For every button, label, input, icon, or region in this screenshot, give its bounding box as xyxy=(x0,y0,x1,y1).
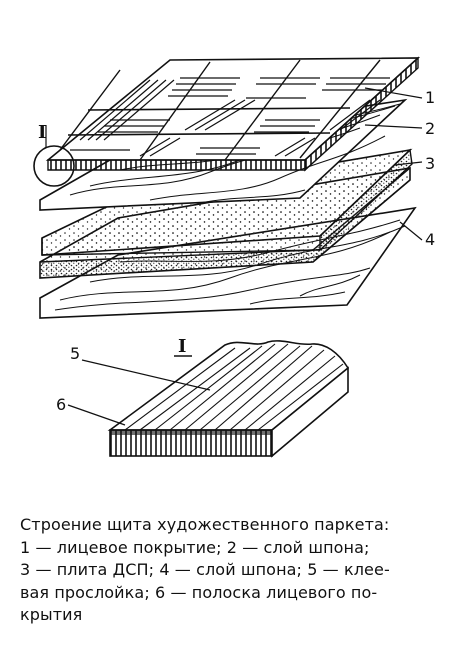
figure-caption: Строение щита художественного паркета: 1… xyxy=(20,514,460,627)
detail-title-label: I xyxy=(178,336,186,357)
detail-marker-label: I xyxy=(38,122,46,143)
detail-section: I xyxy=(107,336,350,458)
detail-circle-marker: I xyxy=(33,122,75,187)
label-1: 1 xyxy=(425,88,435,107)
caption-line: Строение щита художественного паркета: xyxy=(20,515,390,534)
label-4: 4 xyxy=(425,230,435,249)
parquet-panel-diagram: I I 1 2 3 4 5 xyxy=(33,56,435,458)
face-cover-layer xyxy=(45,56,421,172)
label-2: 2 xyxy=(425,119,435,138)
caption-line: вая прослойка; 6 — полоска лицевого по- xyxy=(20,582,378,602)
leader-lines xyxy=(67,87,423,426)
caption-line: 3 — плита ДСП; 4 — слой шпона; 5 — клее- xyxy=(20,560,390,579)
label-6: 6 xyxy=(56,395,66,414)
label-3: 3 xyxy=(425,154,435,173)
caption-line: крытия xyxy=(20,605,83,624)
label-5: 5 xyxy=(70,344,80,363)
caption-line: 1 — лицевое покрытие; 2 — слой шпона; xyxy=(20,537,370,557)
